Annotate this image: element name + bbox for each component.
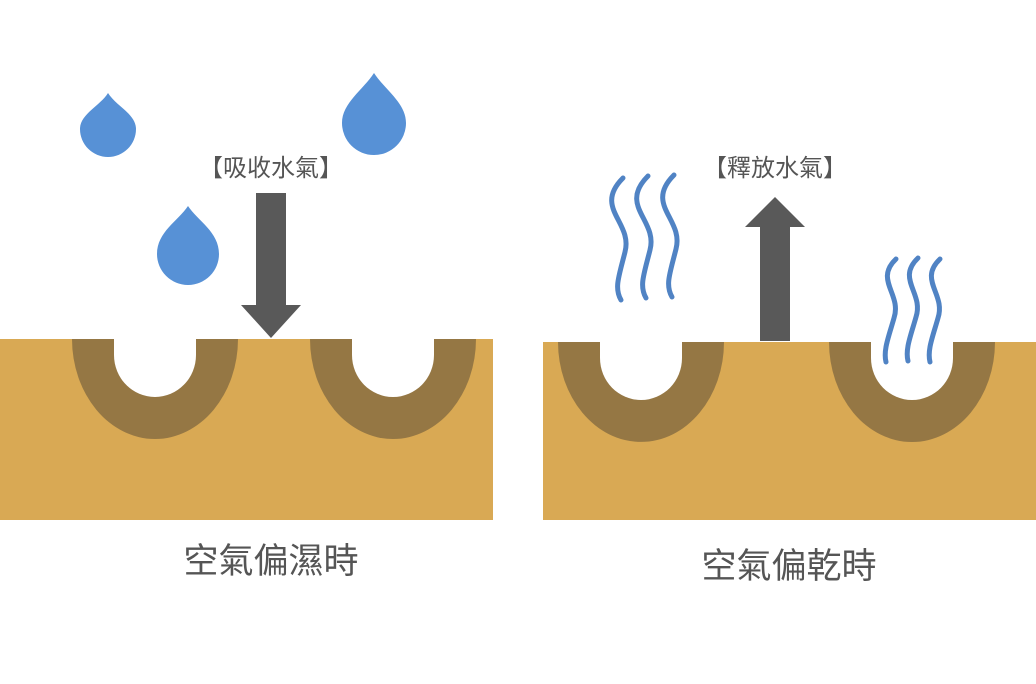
- water-drop-icon: [157, 206, 219, 285]
- left-panel: 【吸收水氣】 空氣偏濕時: [0, 73, 493, 582]
- right-panel: 【釋放水氣】 空氣偏乾時: [543, 154, 1036, 587]
- water-drop-icon: [342, 73, 406, 155]
- water-drop-icon: [80, 93, 136, 157]
- vapor-wave-icon: [882, 255, 943, 365]
- dry-caption: 空氣偏乾時: [701, 547, 876, 587]
- left-pore-2: [310, 339, 476, 439]
- right-pore-1: [558, 342, 724, 442]
- left-pore-1: [72, 339, 238, 439]
- arrow-up-icon: [745, 197, 805, 341]
- right-pore-2: [829, 342, 995, 442]
- vapor-wave-icon: [609, 172, 680, 303]
- humid-caption: 空氣偏濕時: [183, 542, 358, 582]
- release-moisture-label: 【釋放水氣】: [703, 154, 847, 182]
- arrow-down-icon: [241, 193, 301, 338]
- absorb-moisture-label: 【吸收水氣】: [199, 154, 343, 182]
